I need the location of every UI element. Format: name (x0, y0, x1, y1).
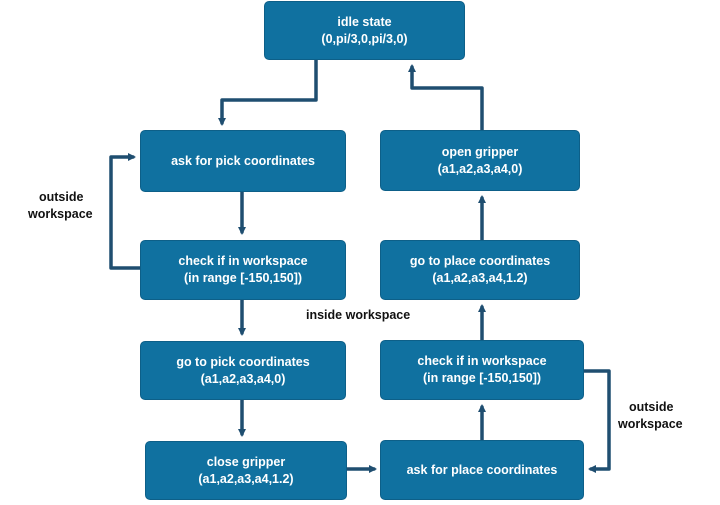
edge-label-outside-right-line1: outside (629, 400, 674, 414)
node-idle-state-line1: idle state (337, 14, 392, 29)
node-idle-state: idle state (0,pi/3,0,pi/3,0) (264, 1, 465, 60)
node-check-place: check if in workspace (in range [-150,15… (380, 340, 584, 400)
node-goto-pick-line2: (a1,a2,a3,a4,0) (200, 371, 286, 386)
node-close-gripper: close gripper (a1,a2,a3,a4,1.2) (145, 441, 347, 500)
node-check-place-line2: (in range [-150,150]) (422, 371, 542, 385)
node-goto-place-line2: (a1,a2,a3,a4,1.2) (432, 271, 528, 285)
node-close-gripper-line2: (a1,a2,a3,a4,1.2) (198, 471, 294, 486)
edge-label-inside: inside workspace (306, 307, 410, 324)
edge-label-outside-right-line2: workspace (618, 417, 683, 431)
node-check-pick-line1: check if in workspace (178, 254, 308, 268)
edge-label-inside-text: inside workspace (306, 308, 411, 322)
node-ask-pick: ask for pick coordinates (140, 130, 346, 192)
node-close-gripper-line1: close gripper (206, 454, 286, 469)
edge-label-outside-left: outside workspace (28, 189, 93, 223)
node-open-gripper-line1: open gripper (441, 144, 519, 159)
node-check-pick: check if in workspace (in range [-150,15… (140, 240, 346, 300)
edge-open-to-idle (408, 64, 484, 132)
node-ask-place-line1: ask for place coordinates (406, 462, 558, 477)
edge-label-outside-left-line2: workspace (28, 207, 93, 221)
node-ask-pick-line1: ask for pick coordinates (171, 153, 315, 168)
edge-outside-loop-left (109, 153, 144, 270)
node-idle-state-line2: (0,pi/3,0,pi/3,0) (321, 31, 408, 46)
node-check-place-line1: check if in workspace (417, 354, 547, 368)
node-open-gripper-line2: (a1,a2,a3,a4,0) (437, 161, 523, 176)
edge-label-outside-right: outside workspace (618, 399, 683, 433)
edge-idle-to-ask-pick (218, 58, 318, 126)
node-goto-pick-line1: go to pick coordinates (176, 354, 310, 369)
node-open-gripper: open gripper (a1,a2,a3,a4,0) (380, 130, 580, 191)
node-goto-place: go to place coordinates (a1,a2,a3,a4,1.2… (380, 240, 580, 300)
edge-label-outside-left-line1: outside (39, 190, 84, 204)
node-ask-place: ask for place coordinates (380, 440, 584, 500)
node-check-pick-line2: (in range [-150,150]) (183, 271, 303, 285)
node-goto-place-line1: go to place coordinates (409, 254, 551, 268)
edge-outside-loop-right (582, 369, 611, 473)
node-goto-pick: go to pick coordinates (a1,a2,a3,a4,0) (140, 341, 346, 400)
